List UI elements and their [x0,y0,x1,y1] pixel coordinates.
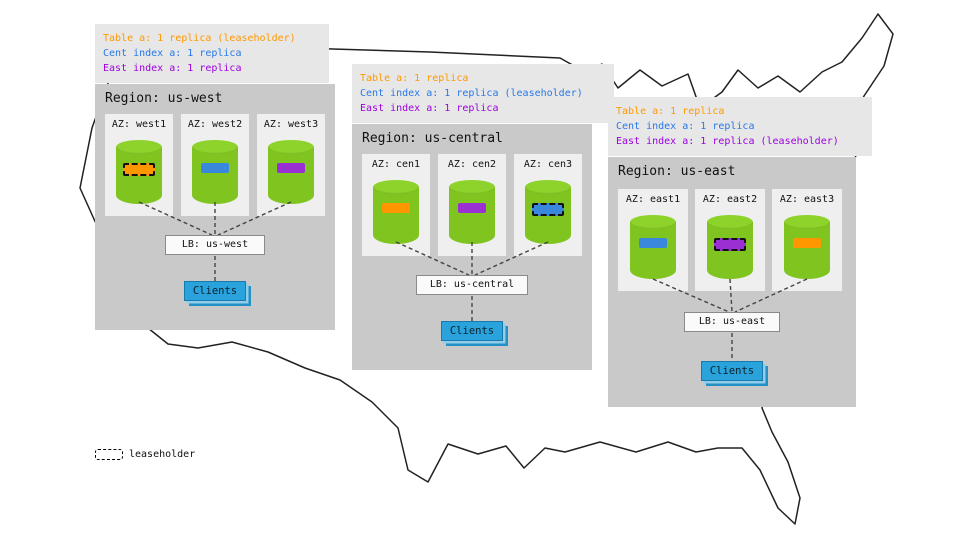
region-us-east: Region: us-east AZ: east1 AZ: east2 AZ: … [608,157,856,407]
az-box-east3: AZ: east3 [772,189,842,291]
az-box-east2: AZ: east2 [695,189,765,291]
az-label-west2: AZ: west2 [187,119,243,130]
az-box-west1: AZ: west1 [105,114,173,216]
cylinder-top [707,215,753,229]
cylinder-top [525,180,571,194]
replica-line-cent-index: Cent index a: 1 replica [616,121,755,132]
database-cylinder-east1 [630,215,676,279]
replica-bar-cen2 [458,203,486,213]
replica-line-table: Table a: 1 replica [360,73,469,84]
replica-line-east-index: East index a: 1 replica (leaseholder) [616,136,839,147]
cylinder-body [449,187,495,244]
replica-line-table: Table a: 1 replica [616,106,725,117]
database-cylinder-cen2 [449,180,495,244]
region-title-us-west: Region: us-west [105,91,223,106]
replica-bar-west1 [123,163,155,176]
leaseholder-legend: leaseholder [95,449,195,460]
az-label-east1: AZ: east1 [625,194,681,205]
az-label-west1: AZ: west1 [111,119,167,130]
replica-bar-east3 [793,238,821,248]
az-box-cen1: AZ: cen1 [362,154,430,256]
cylinder-top [784,215,830,229]
az-label-east3: AZ: east3 [779,194,835,205]
az-box-cen3: AZ: cen3 [514,154,582,256]
replica-bar-east2 [714,238,746,251]
az-box-cen2: AZ: cen2 [438,154,506,256]
database-cylinder-cen1 [373,180,419,244]
clients-us-east: Clients [701,361,763,381]
lb-us-west: LB: us-west [165,235,265,255]
replica-summary-us-central: Table a: 1 replica Cent index a: 1 repli… [352,64,614,123]
cylinder-body [268,147,314,204]
database-cylinder-east3 [784,215,830,279]
database-cylinder-west1 [116,140,162,204]
az-label-cen3: AZ: cen3 [523,159,573,170]
az-box-east1: AZ: east1 [618,189,688,291]
cylinder-body [373,187,419,244]
replica-summary-us-west: Table a: 1 replica (leaseholder) Cent in… [95,24,329,83]
cylinder-top [268,140,314,154]
cylinder-top [116,140,162,154]
lb-us-east: LB: us-east [684,312,780,332]
replica-bar-cen3 [532,203,564,216]
region-title-us-central: Region: us-central [362,131,503,146]
database-cylinder-west3 [268,140,314,204]
cylinder-top [630,215,676,229]
leaseholder-legend-label: leaseholder [129,449,196,460]
cylinder-body [630,222,676,279]
az-box-west2: AZ: west2 [181,114,249,216]
replica-line-cent-index: Cent index a: 1 replica (leaseholder) [360,88,583,99]
replica-bar-west2 [201,163,229,173]
region-us-central: Region: us-central AZ: cen1 AZ: cen2 AZ:… [352,124,592,370]
replica-line-east-index: East index a: 1 replica [360,103,499,114]
replica-line-east-index: East index a: 1 replica [103,63,242,74]
replica-bar-cen1 [382,203,410,213]
replica-line-cent-index: Cent index a: 1 replica [103,48,242,59]
cylinder-top [449,180,495,194]
cylinder-body [784,222,830,279]
region-us-west: Region: us-west AZ: west1 AZ: west2 AZ: … [95,84,335,330]
database-cylinder-cen3 [525,180,571,244]
replica-line-table: Table a: 1 replica (leaseholder) [103,33,296,44]
az-label-east2: AZ: east2 [702,194,758,205]
cylinder-top [373,180,419,194]
clients-us-central: Clients [441,321,503,341]
database-cylinder-west2 [192,140,238,204]
replica-bar-east1 [639,238,667,248]
replica-bar-west3 [277,163,305,173]
region-title-us-east: Region: us-east [618,164,736,179]
cylinder-top [192,140,238,154]
az-box-west3: AZ: west3 [257,114,325,216]
cylinder-body [192,147,238,204]
az-label-cen1: AZ: cen1 [371,159,421,170]
az-label-cen2: AZ: cen2 [447,159,497,170]
replica-summary-us-east: Table a: 1 replica Cent index a: 1 repli… [608,97,872,156]
lb-us-central: LB: us-central [416,275,528,295]
database-cylinder-east2 [707,215,753,279]
clients-us-west: Clients [184,281,246,301]
leaseholder-swatch-icon [95,449,123,460]
az-label-west3: AZ: west3 [263,119,319,130]
